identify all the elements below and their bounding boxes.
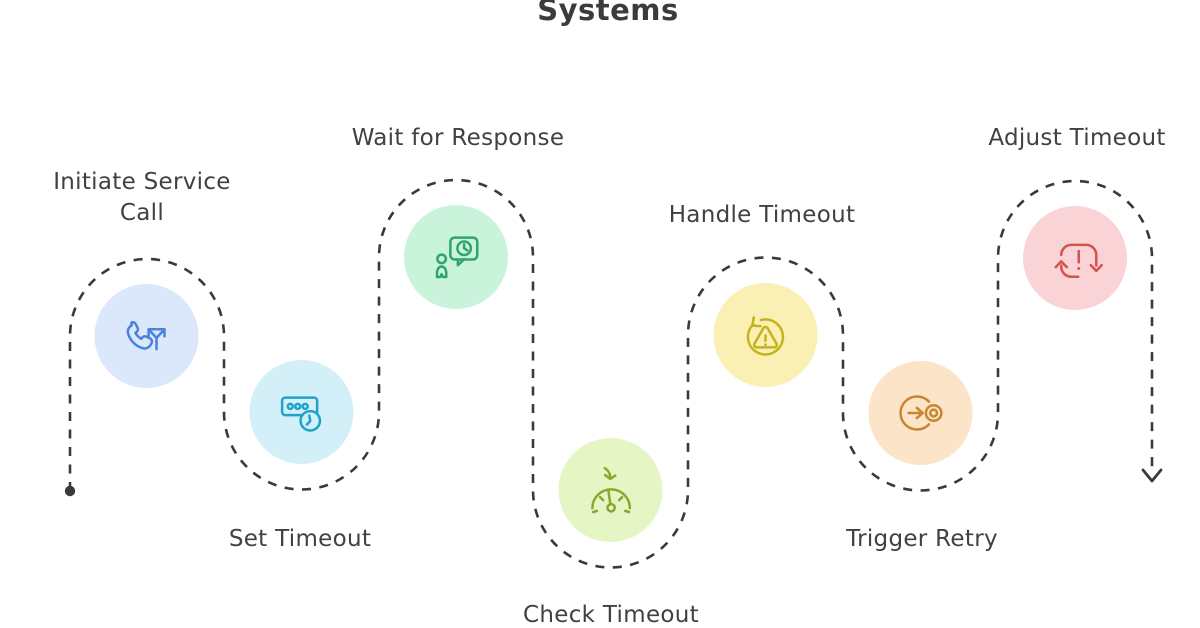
- node-circle-wait-for-response: [404, 205, 508, 309]
- node-label-handle-timeout: Handle Timeout: [668, 202, 856, 228]
- timer-settings-icon: [280, 396, 322, 432]
- node-label-check-timeout: Check Timeout: [523, 602, 699, 628]
- flow-path: [68, 178, 1154, 569]
- flow-end-arrow-icon: [1141, 468, 1163, 483]
- flow-start-dot: [64, 485, 76, 497]
- node-label-trigger-retry: Trigger Retry: [846, 526, 998, 552]
- node-label-initiate-service-call: Initiate Service Call: [53, 169, 231, 227]
- node-label-wait-for-response: Wait for Response: [351, 125, 565, 151]
- node-label-set-timeout: Set Timeout: [228, 526, 372, 552]
- page-title: Systems: [537, 0, 679, 27]
- node-circle-set-timeout: [249, 360, 354, 464]
- sync-alert-icon: [1054, 243, 1103, 278]
- phone-split-icon: [126, 321, 166, 351]
- trigger-target-icon: [899, 395, 943, 431]
- node-circle-adjust-timeout: [1023, 206, 1127, 310]
- gauge-check-icon: [591, 466, 632, 514]
- person-chat-clock-icon: [435, 236, 479, 279]
- warning-retry-icon: [746, 316, 785, 356]
- node-label-adjust-timeout: Adjust Timeout: [988, 125, 1166, 151]
